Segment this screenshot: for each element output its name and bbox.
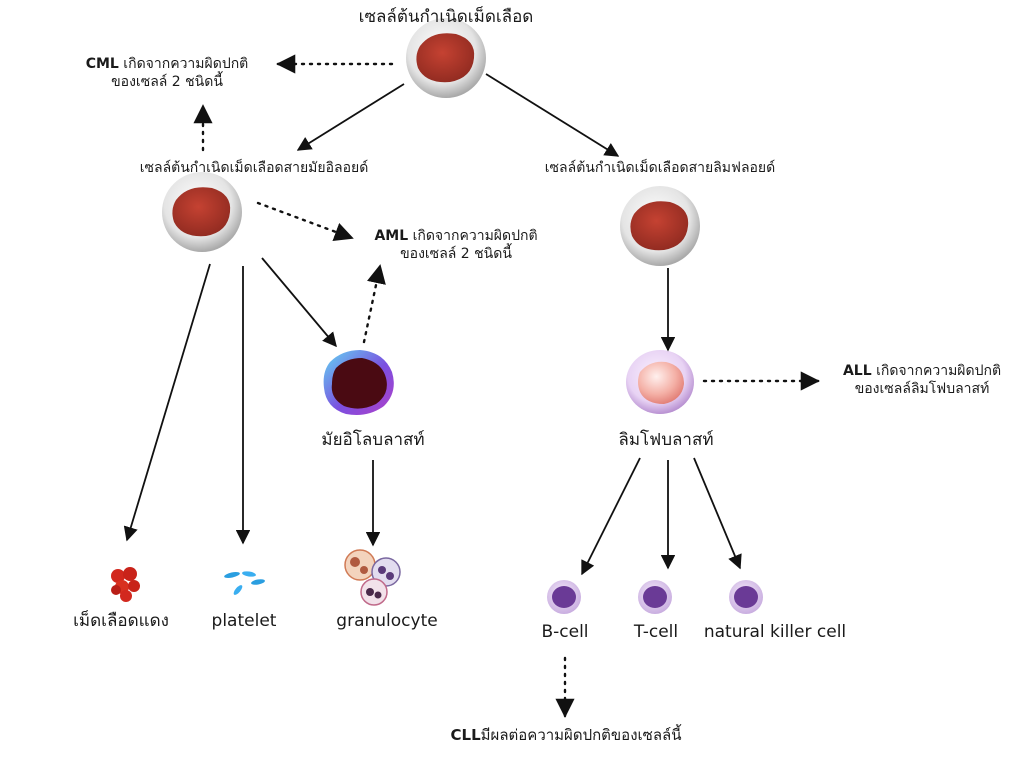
- t-cell-icon: [638, 580, 672, 614]
- arrow-myeloid-to-rbc: [123, 263, 211, 542]
- all-abbr: ALL: [842, 363, 872, 379]
- all-note-line1: เกิดจากความผิดปกติ: [871, 363, 1002, 379]
- platelet-icon: [224, 571, 265, 595]
- stem-cell-icon: [406, 18, 486, 98]
- arrow-lymphoblast-to-bcell: [581, 457, 641, 576]
- lymphoblast-label: ลิมโฟบลาสท์: [618, 430, 714, 450]
- lymphoid-stem-cell-label: เซลล์ต้นกำเนิดเม็ดเลือดสายลิมฟลอยด์: [544, 160, 776, 176]
- cml-abbr: CML: [85, 56, 119, 72]
- dotted-arrow-myeloblast-to-aml: [362, 264, 386, 344]
- myeloblast-icon: [323, 350, 394, 415]
- myeloid-stem-cell-icon: [162, 172, 242, 252]
- myeloblast-label: มัยอิโลบลาสท์: [321, 430, 425, 450]
- nk-cell-label: natural killer cell: [703, 622, 847, 642]
- cll-note-line1: มีผลต่อความผิดปกติของเซลล์นี้: [480, 726, 682, 744]
- aml-note-line1: เกิดจากความผิดปกติ: [408, 228, 538, 244]
- dotted-arrow-myeloid-to-aml: [256, 201, 354, 241]
- myeloid-stem-cell-label: เซลล์ต้นกำเนิดเม็ดเลือดสายมัยอิลอยด์: [139, 160, 369, 176]
- rbc-label: เม็ดเลือดแดง: [73, 611, 169, 631]
- nk-cell-icon: [729, 580, 763, 614]
- aml-note-line2: ของเซลล์ 2 ชนิดนี้: [400, 245, 512, 262]
- red-blood-cells-icon: [111, 567, 140, 602]
- cll-note: CLLมีผลต่อความผิดปกติของเซลล์นี้: [451, 726, 682, 745]
- arrow-lymphoblast-to-nkcell: [693, 457, 742, 570]
- arrow-myeloid-to-myeloblast: [261, 257, 337, 348]
- t-cell-label: T-cell: [633, 622, 679, 642]
- all-note-line2: ของเซลล์ลิมโฟบลาสท์: [854, 380, 990, 397]
- granulocyte-label: granulocyte: [336, 611, 438, 631]
- b-cell-label: B-cell: [541, 622, 589, 642]
- all-note: ALL เกิดจากความผิดปกติ ของเซลล์ลิมโฟบลาส…: [843, 363, 1001, 398]
- b-cell-icon: [547, 580, 581, 614]
- cml-note: CML เกิดจากความผิดปกติ ของเซลล์ 2 ชนิดนี…: [86, 56, 249, 91]
- stem-cell-label: เซลล์ต้นกำเนิดเม็ดเลือด: [358, 7, 534, 27]
- lymphoid-stem-cell-icon: [620, 186, 700, 266]
- cml-note-line1: เกิดจากความผิดปกติ: [118, 56, 249, 72]
- arrow-stem-to-lymphoid: [485, 73, 620, 157]
- platelet-label: platelet: [211, 611, 277, 631]
- granulocyte-icon: [344, 549, 401, 606]
- cml-note-line2: ของเซลล์ 2 ชนิดนี้: [111, 73, 223, 90]
- arrow-stem-to-myeloid: [296, 83, 405, 151]
- aml-abbr: AML: [374, 228, 409, 244]
- cll-abbr: CLL: [450, 726, 481, 744]
- aml-note: AML เกิดจากความผิดปกติ ของเซลล์ 2 ชนิดนี…: [374, 228, 537, 263]
- lymphoblast-icon: [626, 350, 694, 414]
